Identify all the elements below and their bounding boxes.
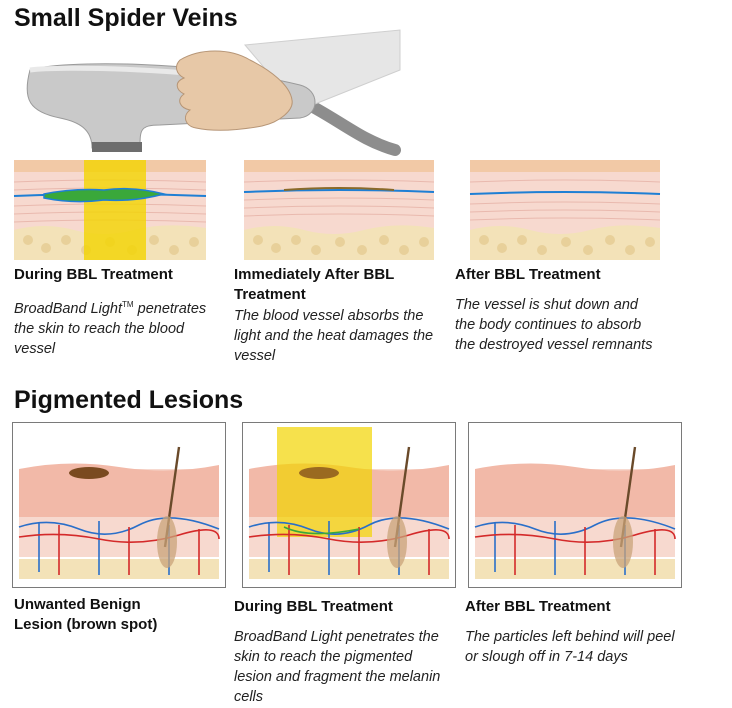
spider-during-heading: During BBL Treatment	[14, 266, 173, 283]
section-title-pigmented-lesions: Pigmented Lesions	[14, 386, 244, 414]
spider-vein-immediately-after-diagram	[243, 160, 435, 260]
bbl-handpiece-illustration	[26, 29, 401, 156]
spider-after-heading: After BBL Treatment	[455, 266, 601, 283]
spider-immediately-after-heading: Immediately After BBL Treatment	[234, 266, 395, 303]
lesion-after-heading: After BBL Treatment	[465, 598, 611, 615]
lesion-during-description: BroadBand Light penetrates the skin to r…	[234, 629, 441, 705]
trademark-mark: TM	[122, 300, 134, 309]
lesion-after-diagram	[474, 446, 676, 579]
lesion-during-heading: During BBL Treatment	[234, 598, 393, 615]
spider-after-description: The vessel is shut down and the body con…	[455, 297, 653, 353]
lesion-before-heading: Unwanted Benign Lesion (brown spot)	[14, 596, 158, 633]
spider-immediately-after-description: The blood vessel absorbs the light and t…	[234, 308, 434, 364]
section-title-spider-veins: Small Spider Veins	[14, 4, 238, 32]
broadband-light-text: BroadBand Light	[14, 300, 123, 317]
lesion-during-frame	[242, 422, 456, 588]
lesion-before-diagram	[18, 446, 220, 579]
spider-during-description: BroadBand LightTM penetrates the skin to…	[14, 295, 224, 359]
lesion-after-description: The particles left behind will peel or s…	[465, 629, 675, 665]
spider-vein-during-diagram	[13, 160, 207, 260]
lesion-before-frame	[12, 422, 226, 588]
lesion-after-frame	[468, 422, 682, 588]
spider-during-description-rest: penetrates the skin to reach the blood v…	[14, 300, 207, 357]
lesion-during-diagram	[248, 427, 450, 579]
spider-vein-after-diagram	[469, 160, 661, 260]
